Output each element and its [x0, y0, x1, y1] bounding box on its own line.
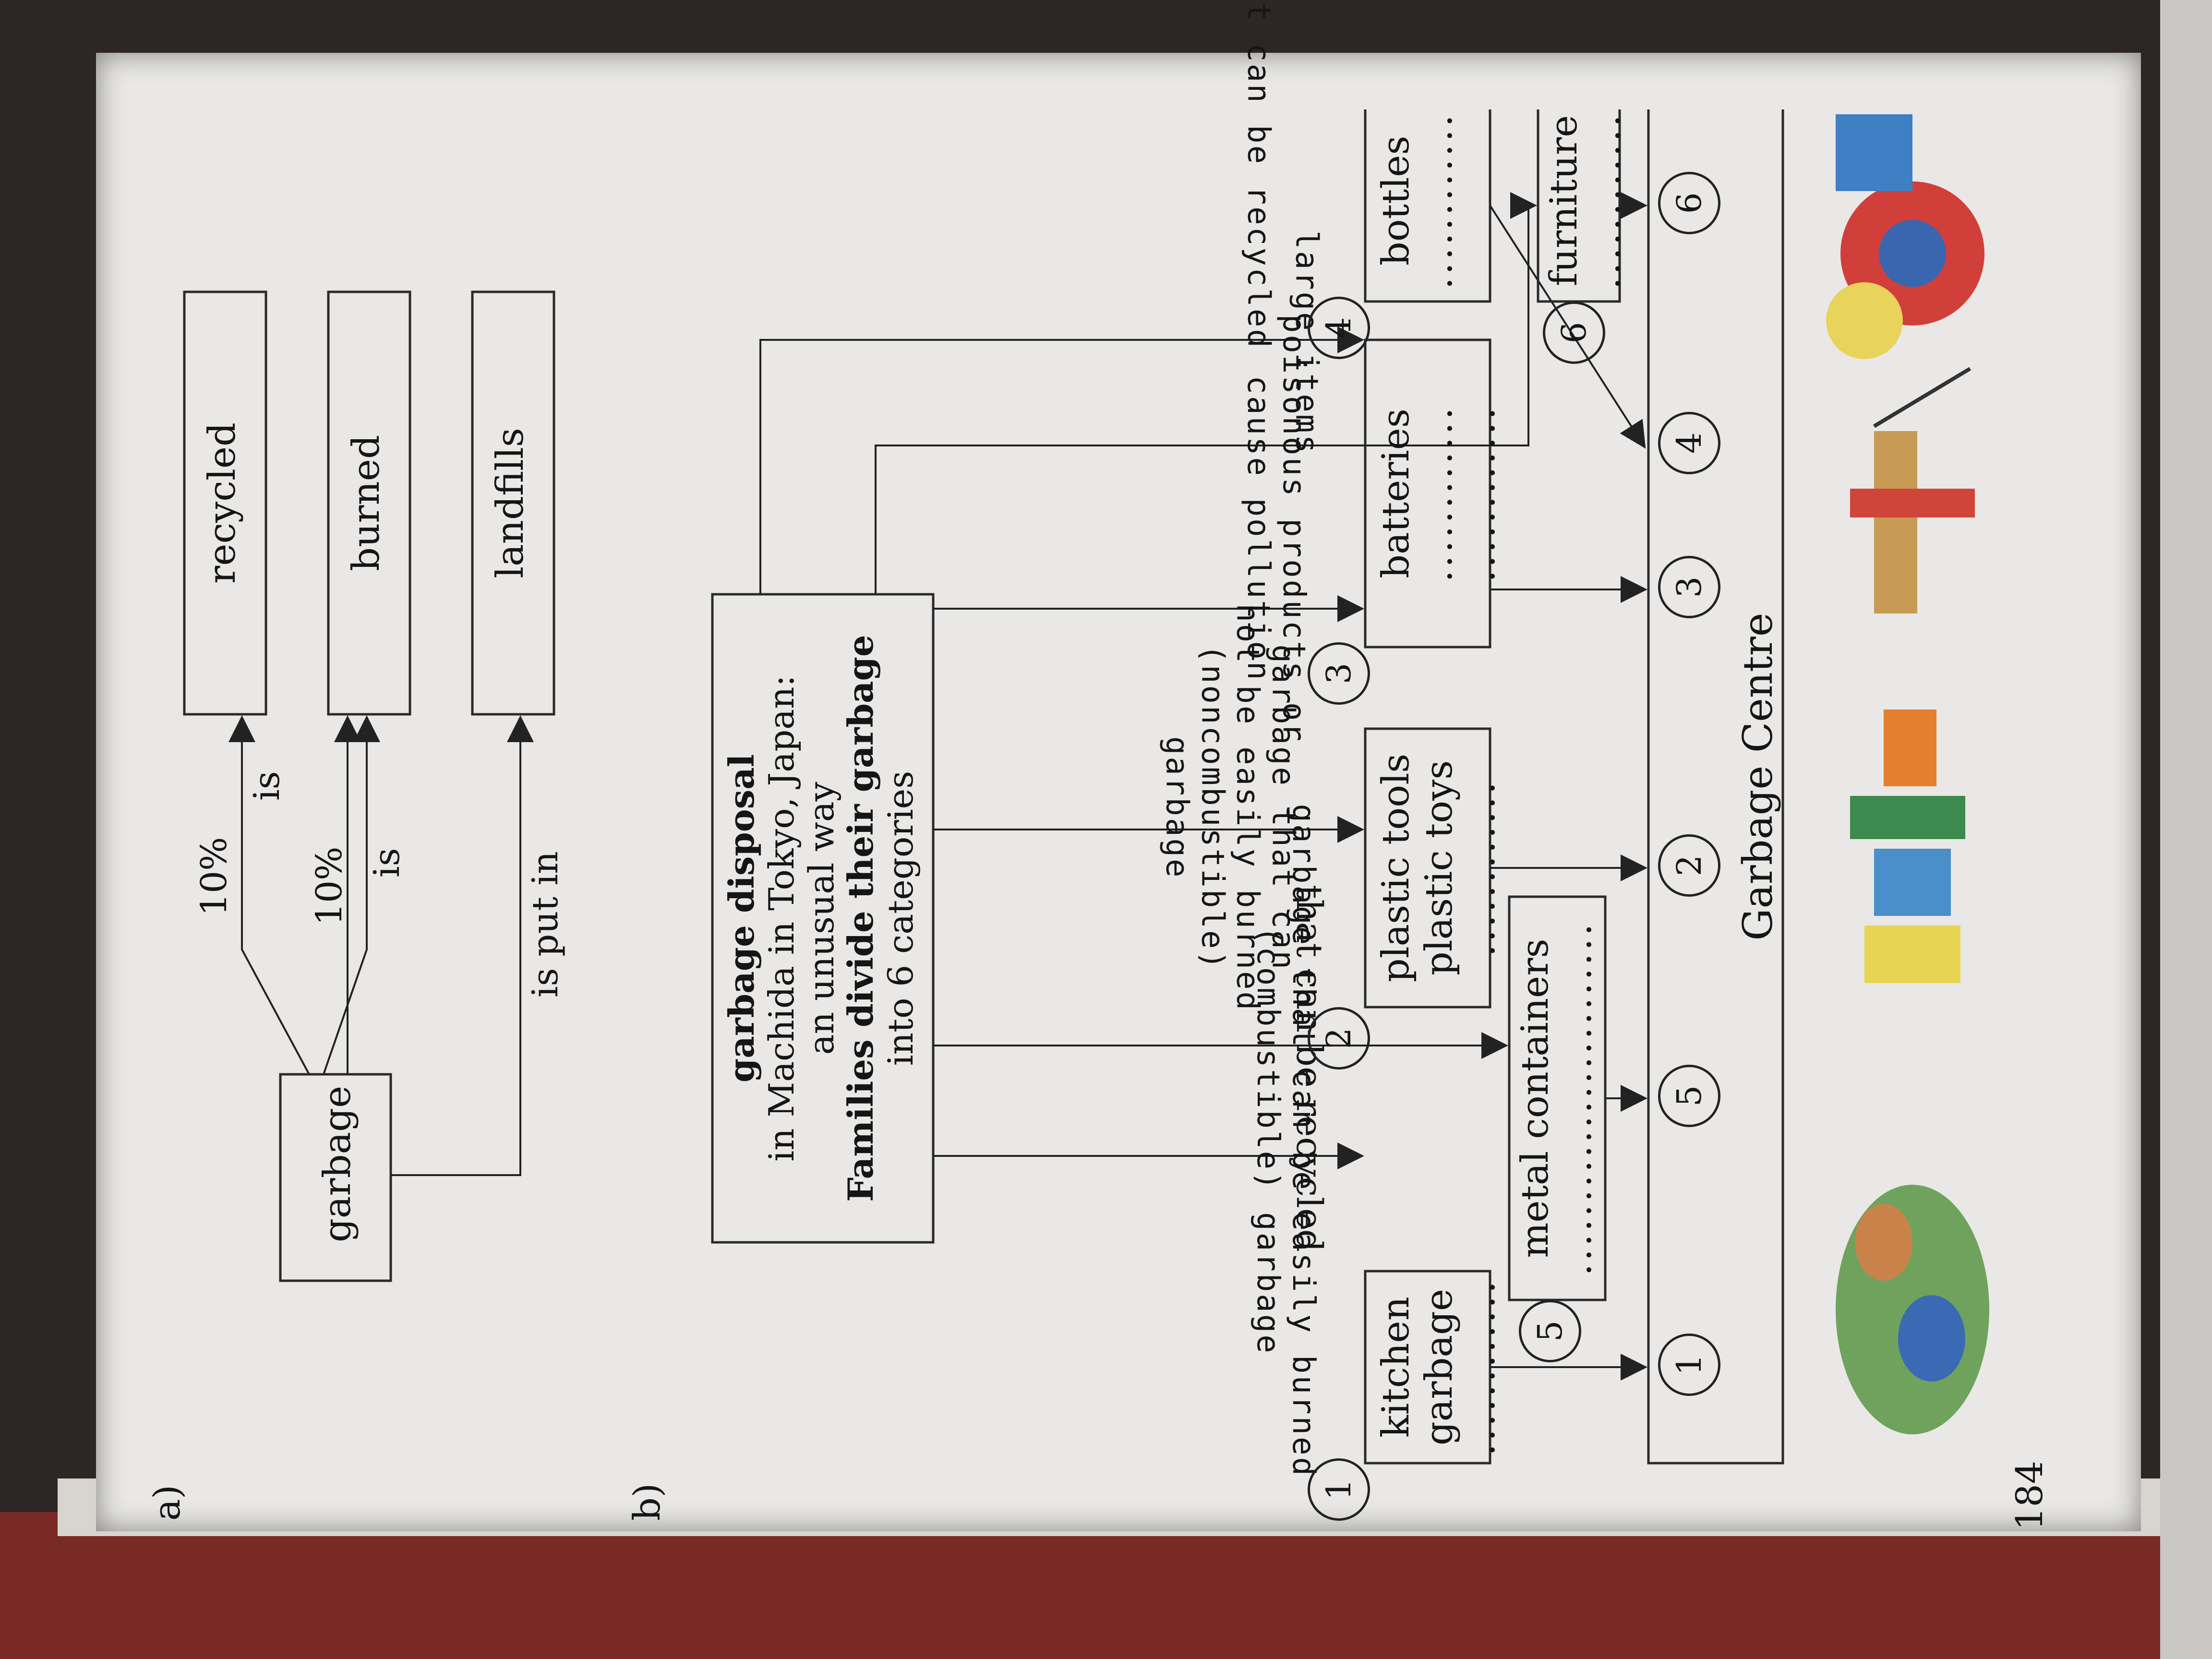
center-box-text: garbage disposal in Machida in Tokyo, Ja… [721, 594, 921, 1242]
edge-burned-pct: 10% [309, 846, 350, 926]
category-4-text: bottles ............ [1374, 100, 1461, 301]
category-2-text: plastic tools plastic toys ............ [1374, 729, 1504, 1007]
category-5-text: metal containers .......................… [1514, 897, 1600, 1300]
category-2-line1: plastic tools [1374, 753, 1418, 983]
edge-poison-line2: cause pollution [1240, 375, 1276, 682]
category-3-blank: ............ [1460, 405, 1504, 582]
badge-cat-3: 3 [1308, 642, 1370, 705]
center-line4: Families divide their garbage [840, 635, 881, 1202]
centre-slot-3: 3 [1658, 556, 1720, 618]
garbage-centre-label: Garbage Centre [1734, 613, 1781, 941]
book-page [96, 53, 2141, 1531]
diagram-lines [183, 109, 1989, 1465]
center-line2: in Machida in Tokyo, Japan: [761, 675, 802, 1162]
category-1-line2: garbage [1417, 1288, 1461, 1446]
category-5-line1: metal containers [1514, 938, 1557, 1258]
badge-cat-1: 1 [1308, 1458, 1370, 1521]
category-2-blank: ............ [1460, 779, 1504, 957]
illustration-broken-furniture [1850, 367, 1975, 613]
center-line5: into 6 categories [880, 770, 921, 1066]
category-1-line1: kitchen [1374, 1297, 1418, 1438]
badge-cat-6: 6 [1543, 301, 1605, 364]
illustration-plastic-items [1850, 709, 1965, 983]
section-b-label: b) [625, 1483, 668, 1521]
category-1-text: kitchen garbage ............ [1374, 1271, 1504, 1463]
illustration-kitchen-waste [1836, 1185, 1989, 1434]
centre-slot-1: 1 [1658, 1334, 1720, 1396]
centre-slot-5: 5 [1658, 1065, 1720, 1127]
edge-burned-is: is [366, 848, 408, 878]
badge-cat-4: 4 [1308, 297, 1370, 359]
edge-noncomb-line3: (noncombustible) [1194, 644, 1230, 971]
illustration-toys-batteries [1826, 114, 1984, 359]
category-4-line1: bottles [1374, 135, 1418, 266]
category-5-line2: ........................ [1556, 921, 1600, 1276]
center-line3: an unusual way [801, 781, 842, 1055]
category-6-text: furniture ............ [1542, 100, 1629, 301]
centre-slot-4: 4 [1658, 412, 1720, 474]
center-title: garbage disposal [721, 754, 762, 1083]
section-a-label: a) [145, 1485, 188, 1521]
node-landfills: landfills [489, 428, 532, 578]
category-4-line2: ............ [1417, 112, 1461, 289]
edge-landfill-put: is put in [525, 851, 566, 998]
node-recycled: recycled [201, 422, 244, 584]
node-garbage: garbage [316, 1085, 359, 1242]
category-6-line2: ............ [1585, 112, 1629, 289]
badge-cat-5: 5 [1519, 1300, 1581, 1362]
node-burned: burned [345, 435, 388, 571]
centre-slot-2: 2 [1658, 834, 1720, 897]
centre-slot-6: 6 [1658, 172, 1720, 234]
badge-cat-2: 2 [1308, 1007, 1370, 1070]
page-number: 184 [2008, 1460, 2051, 1530]
category-6-line1: furniture [1542, 115, 1586, 287]
edge-recycled-pct: 10% [193, 837, 235, 916]
category-3-line1: batteries [1374, 409, 1418, 578]
edge-recycled-is: is [246, 771, 288, 801]
category-2-line2: plastic toys [1417, 760, 1461, 976]
edge-noncomb-line4: garbage [1159, 736, 1195, 879]
garbage-diagram: a) garbage recycled burned landfills 10%… [98, 0, 2114, 1550]
category-3-line2: ............ [1417, 405, 1461, 582]
category-3-text: batteries ............ ............ [1374, 340, 1504, 647]
category-1-blank: ............ [1460, 1278, 1504, 1456]
edge-recycle-right: that can be recycled [1240, 0, 1276, 349]
